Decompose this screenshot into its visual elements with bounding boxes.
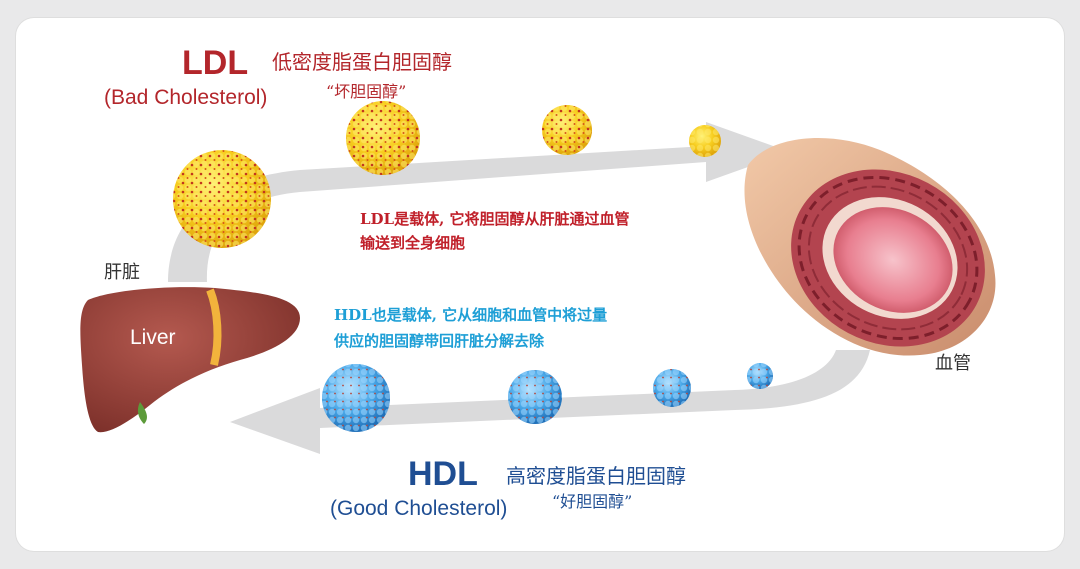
blood-vessel-label: 血管 <box>935 353 971 374</box>
hdl-particle-large <box>322 364 390 432</box>
hdl-nickname: “好胆固醇” <box>552 492 633 511</box>
ldl-nickname: “坏胆固醇” <box>326 82 407 101</box>
ldl-subtitle: (Bad Cholesterol) <box>104 86 268 109</box>
hdl-description-line1: HDL也是载体, 它从细胞和血管中将过量 <box>334 306 608 324</box>
ldl-particle-medium <box>346 101 420 175</box>
liver-text: Liver <box>130 326 176 349</box>
hdl-description: HDL也是载体, 它从细胞和血管中将过量 供应的胆固醇带回肝脏分解去除 <box>334 302 607 354</box>
hdl-chinese-name: 高密度脂蛋白胆固醇 <box>506 464 686 488</box>
ldl-particle-tiny <box>689 125 721 157</box>
ldl-description: LDL是载体, 它将胆固醇从肝脏通过血管 输送到全身细胞 <box>360 207 630 255</box>
hdl-title: HDL <box>408 455 478 493</box>
hdl-particle-medium <box>508 370 562 424</box>
blood-vessel-illustration <box>744 138 996 356</box>
hdl-particle-small <box>653 369 691 407</box>
ldl-title: LDL <box>182 44 249 82</box>
hdl-description-line2: 供应的胆固醇带回肝脏分解去除 <box>334 332 545 350</box>
ldl-description-line1: LDL是载体, 它将胆固醇从肝脏通过血管 <box>360 210 630 228</box>
ldl-chinese-name: 低密度脂蛋白胆固醇 <box>272 50 452 74</box>
hdl-particle-tiny <box>747 363 773 389</box>
hdl-subtitle: (Good Cholesterol) <box>330 497 508 520</box>
ldl-particle-large <box>173 150 271 248</box>
ldl-particle-small <box>542 105 592 155</box>
liver-label: 肝脏 <box>104 262 140 283</box>
ldl-transport-arrow <box>168 122 790 282</box>
liver-illustration <box>80 287 300 433</box>
ldl-description-line2: 输送到全身细胞 <box>360 234 466 252</box>
